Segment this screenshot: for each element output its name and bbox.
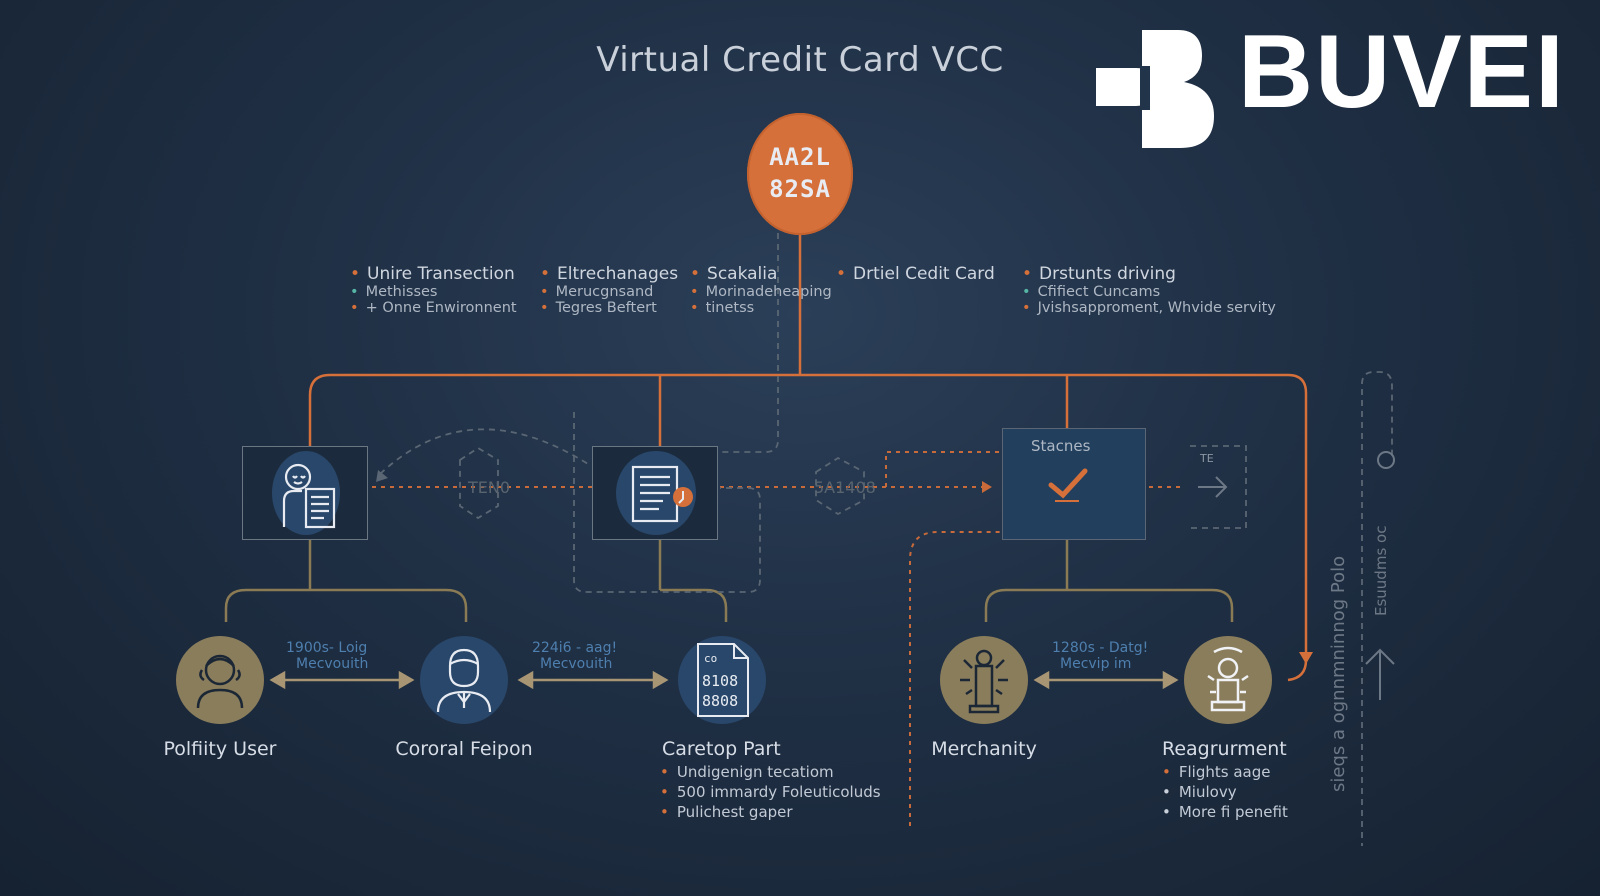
- arrow-label-3-line-2: Mecvip im: [1060, 656, 1132, 672]
- arrow-label-3-line-1: 1280s - Datg!: [1052, 640, 1149, 656]
- feature-2-heading: Eltrechanages: [540, 264, 678, 284]
- arrow-label-2-line-1: 224i6 - aag!: [532, 640, 618, 656]
- arrow-label-1-line-1: 1900s- Loig: [286, 640, 368, 656]
- businessman-icon: [436, 648, 492, 713]
- form-document-icon: [616, 451, 696, 535]
- feature-4: Drtiel Cedit Card: [836, 264, 995, 284]
- node-corporate-label: Cororal Feipon: [395, 738, 533, 760]
- feature-3-heading: Scakalia: [690, 264, 832, 284]
- node-requirement-label: Reagrurment: [1162, 738, 1287, 760]
- document-grid-icon: co 8108 8808: [697, 643, 749, 717]
- hub-line-1: AA2L: [769, 143, 831, 171]
- feature-3-item-1: Morinadeheaping: [690, 284, 832, 300]
- requirement-bullet-3: More fi penefit: [1162, 802, 1288, 822]
- doc-icon-row-2: 8808: [702, 692, 738, 710]
- feature-1-item-1: Methisses: [350, 284, 517, 300]
- person-icon: [196, 654, 244, 709]
- left-connector-label: TEN0: [468, 478, 511, 497]
- merchant-icon: [960, 649, 1008, 714]
- node-corporate-circle: [420, 636, 508, 724]
- arrow-label-1: 1900s- Loig Mecvouith: [286, 640, 368, 672]
- feature-1-heading: Unire Transection: [350, 264, 517, 284]
- feature-2: Eltrechanages Merucgnsand Tegres Beftert: [540, 264, 679, 316]
- person-document-icon: [272, 451, 340, 535]
- caretop-bullet-1: Undigenign tecatiom: [660, 762, 881, 782]
- side-vertical-text-2: Esuudms oc: [1372, 525, 1390, 616]
- requirement-bullet-1: Flights aage: [1162, 762, 1288, 782]
- caretop-bullet-2: 500 immardy Foleuticoluds: [660, 782, 881, 802]
- stage-label: Stacnes: [1031, 437, 1091, 455]
- user-document-box: [242, 446, 368, 540]
- node-caretop-label: Caretop Part: [662, 738, 781, 760]
- node-caretop-circle: co 8108 8808: [678, 636, 766, 724]
- arrow-label-3: 1280s - Datg! Mecvip im: [1052, 640, 1148, 672]
- feature-5-item-1: Cfifiect Cuncams: [1022, 284, 1276, 300]
- feature-2-item-1: Merucgnsand: [540, 284, 678, 300]
- feature-2-item-2: Tegres Beftert: [540, 300, 678, 316]
- doc-icon-top: co: [704, 652, 717, 665]
- stage-box: Stacnes: [1002, 428, 1146, 540]
- figure-podium-icon: [1207, 646, 1249, 712]
- node-user-circle: [176, 636, 264, 724]
- feature-3: Scakalia Morinadeheaping tinetss: [690, 264, 832, 316]
- node-user-label: Polfiity User: [163, 738, 277, 760]
- feature-1-item-2: + Onne Enwironnent: [350, 300, 517, 316]
- node-merchant-circle: [940, 636, 1028, 724]
- arrow-label-2-line-2: Mecvouith: [540, 656, 613, 672]
- node-requirement-circle: [1184, 636, 1272, 724]
- doc-icon-row-1: 8108: [702, 672, 738, 690]
- middle-connector-label: 5A1408: [814, 478, 876, 497]
- node-merchant-label: Merchanity: [931, 738, 1037, 760]
- hub-circle: AA2L 82SA: [747, 113, 853, 235]
- feature-3-item-2: tinetss: [690, 300, 832, 316]
- requirement-bullet-2: Miulovy: [1162, 782, 1288, 802]
- feature-5: Drstunts driving Cfifiect Cuncams Jvishs…: [1022, 264, 1276, 316]
- side-vertical-text-1: sieqs a ognnmninnog Polo: [1328, 555, 1349, 792]
- logo-text: BUVEI: [1238, 14, 1566, 130]
- side-box-label: TE: [1200, 452, 1214, 465]
- caretop-bullets: Undigenign tecatiom 500 immardy Foleutic…: [660, 762, 881, 822]
- feature-4-heading: Drtiel Cedit Card: [836, 264, 995, 284]
- feature-1: Unire Transection Methisses + Onne Enwir…: [350, 264, 517, 316]
- hub-line-2: 82SA: [769, 175, 831, 203]
- logo-mark-icon: [1096, 30, 1214, 148]
- caretop-bullet-3: Pulichest gaper: [660, 802, 881, 822]
- feature-5-item-2: Jvishsapproment, Whvide servity: [1022, 300, 1276, 316]
- arrow-label-1-line-2: Mecvouith: [296, 656, 369, 672]
- form-document-box: [592, 446, 718, 540]
- diagram-title: Virtual Credit Card VCC: [596, 40, 1004, 80]
- checkmark-icon: [1048, 468, 1088, 502]
- feature-5-heading: Drstunts driving: [1022, 264, 1276, 284]
- requirement-bullets: Flights aage Miulovy More fi penefit: [1162, 762, 1288, 822]
- arrow-label-2: 224i6 - aag! Mecvouith: [532, 640, 617, 672]
